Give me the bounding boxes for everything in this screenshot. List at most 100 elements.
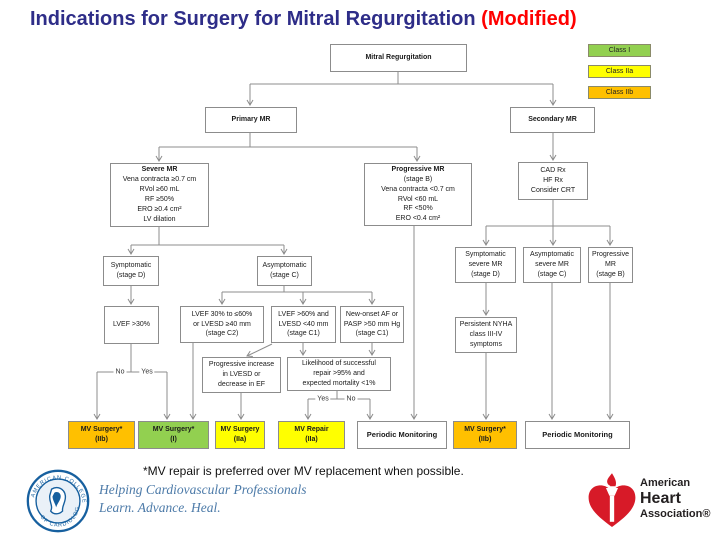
page-title-modified: (Modified) [481,8,577,30]
node-mv-surgery-iib-left: MV Surgery* (IIb) [68,421,135,449]
node-line: in LVESD or [222,371,261,379]
node-asymptomatic-severe-mr: Asymptomatic severe MR (stage C) [523,247,581,283]
node-symptomatic-severe-mr: Symptomatic severe MR (stage D) [455,247,516,283]
node-line: HF Rx [543,177,563,185]
node-line: ERO <0.4 cm² [395,215,441,223]
node-line: Likelihood of successful [302,360,376,368]
node-line: (stage B) [403,175,433,183]
node-line: (stage C1) [355,330,389,338]
node-line: Progressive MR [391,165,445,173]
node-line: (stage C2) [205,330,239,338]
node-primary-mr: Primary MR [205,107,297,133]
node-periodic-monitoring-right: Periodic Monitoring [525,421,630,449]
node-line: LV dilation [143,215,176,223]
footnote: *MV repair is preferred over MV replacem… [143,464,464,478]
node-line: (I) [170,436,177,443]
legend-class-iib: Class IIb [588,86,651,99]
node-mv-surgery-iia: MV Surgery (IIa) [215,421,265,449]
node-line: repair >95% and [313,370,365,378]
node-lvef-gt-30: LVEF >30% [104,306,159,344]
node-mv-surgery-i: MV Surgery* (I) [138,421,209,449]
node-line: (stage D) [471,270,500,278]
node-line: Severe MR [141,166,178,174]
node-cad-rx: CAD Rx HF Rx Consider CRT [518,162,588,200]
node-line: or LVESD ≥40 mm [193,320,251,328]
node-line: severe MR [535,261,569,269]
node-line: Persistent NYHA [459,321,513,329]
node-line: RVol ≥60 mL [139,186,180,194]
node-line: LVEF 30% to ≤60% [191,310,253,318]
node-progressive-increase-lvesd: Progressive increase in LVESD or decreas… [202,357,281,393]
node-line: MV Surgery* [464,426,506,434]
node-severe-mr: Severe MR Vena contracta ≥0.7 cm RVol ≥6… [110,163,209,227]
aha-logo-icon [588,473,636,527]
node-secondary-mr: Secondary MR [510,107,595,133]
node-line: Mitral Regurgitation [365,54,432,62]
aha-logo-text: American Heart Association® [640,478,710,520]
node-line: PASP >50 mm Hg [343,320,401,328]
node-line: Periodic Monitoring [366,429,438,439]
node-line: RVol <60 mL [397,195,439,203]
node-stage-c1-af-pasp: New-onset AF or PASP >50 mm Hg (stage C1… [340,306,404,343]
node-line: Secondary MR [528,116,577,124]
branch-label-yes: Yes [315,395,331,403]
acc-tagline-2: Learn. Advance. Heal. [99,500,221,515]
acc-tagline-1: Helping Cardiovascular Professionals [99,482,307,497]
node-mv-surgery-iib-right: MV Surgery* (IIb) [453,421,517,449]
node-line: Symptomatic [110,262,152,270]
node-line: MV Repair [294,426,329,434]
branch-label-yes: Yes [139,368,155,376]
node-line: LVEF >30% [112,321,151,329]
node-mv-repair-iia: MV Repair (IIa) [278,421,345,449]
node-line: ERO ≥0.4 cm² [137,205,182,213]
node-line: Vena contracta <0.7 cm [381,185,455,193]
page-title: Indications for Surgery for Mitral Regur… [30,8,577,31]
node-line: (IIb) [478,436,492,443]
page-title-main: Indications for Surgery for Mitral Regur… [30,8,482,30]
node-line: MR [605,261,616,269]
node-line: symptoms [470,340,502,348]
node-line: Progressive [592,251,629,259]
node-line: Periodic Monitoring [542,429,613,439]
node-progressive-mr-stage-b: Progressive MR (stage B) Vena contracta … [364,163,472,226]
aha-line-american: American [640,477,691,489]
node-line: Consider CRT [530,186,576,194]
node-persistent-nyha: Persistent NYHA class III-IV symptoms [455,317,517,353]
node-line: severe MR [468,261,503,269]
node-line: decrease in EF [217,380,266,388]
node-line: Symptomatic [465,251,506,259]
node-line: CAD Rx [540,167,566,175]
node-asymptomatic-stage-c: Asymptomatic (stage C) [257,256,312,286]
node-line: Vena contracta ≥0.7 cm [122,176,197,184]
node-line: Asymptomatic [530,251,574,259]
branch-label-no: No [344,395,358,403]
branch-label-no: No [113,368,127,376]
node-stage-c2: LVEF 30% to ≤60% or LVESD ≥40 mm (stage … [180,306,264,343]
node-progressive-mr-right: Progressive MR (stage B) [588,247,633,283]
node-line: Primary MR [231,116,271,124]
node-line: MV Surgery* [80,426,123,434]
node-line: (stage C) [270,272,299,279]
node-line: (IIa) [233,436,247,443]
node-line: class III-IV [469,331,503,339]
node-line: (stage C1) [287,330,320,338]
node-line: MV Surgery [220,426,260,434]
node-line: (IIb) [95,436,108,443]
node-line: RF ≥50% [144,196,175,203]
aha-line-association: Association® [640,508,711,520]
node-likelihood-successful-repair: Likelihood of successful repair >95% and… [287,357,391,391]
node-mitral-regurgitation: Mitral Regurgitation [330,44,467,72]
node-line: expected mortality <1% [302,379,376,387]
node-stage-c1-lvef: LVEF >60% and LVESD <40 mm (stage C1) [271,306,336,343]
node-line: LVESD <40 mm [278,320,329,328]
node-line: Progressive increase [208,361,275,369]
aha-line-heart: Heart [640,490,681,507]
node-line: Asymptomatic [262,262,307,270]
node-line: (stage D) [116,272,146,279]
legend-class-iia: Class IIa [588,65,651,78]
node-line: New-onset AF or [345,310,399,318]
node-line: (IIa) [305,436,318,443]
node-line: (stage B) [596,270,625,278]
node-line: RF <50% [403,205,433,213]
